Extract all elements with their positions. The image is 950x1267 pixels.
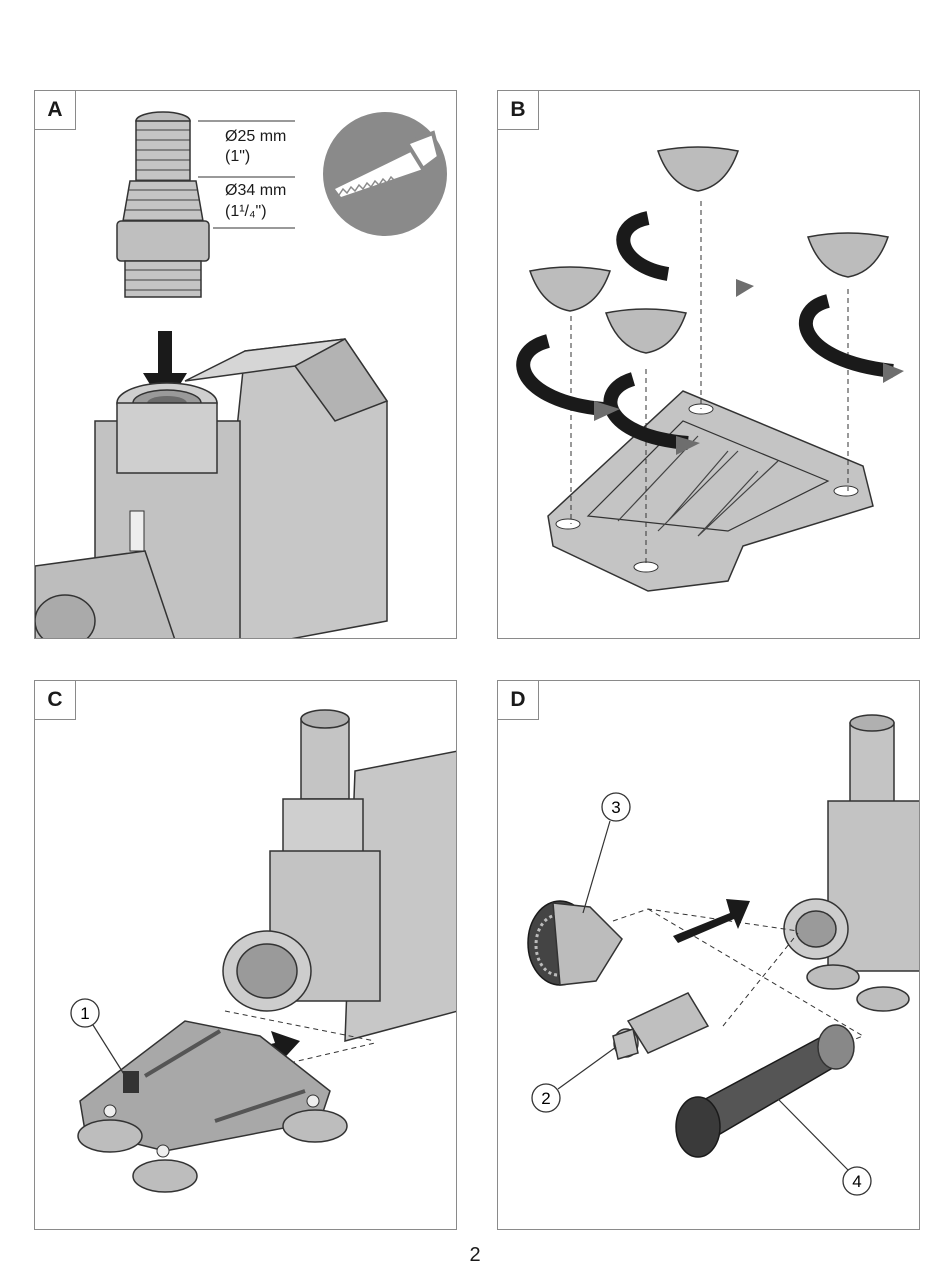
filter-assembly-illustration: 3 2 4 — [498, 681, 920, 1230]
panel-label-a: A — [35, 91, 76, 130]
panel-b: B — [497, 90, 920, 639]
dim-25mm: Ø25 mm — [225, 127, 286, 146]
callout-4: 4 — [852, 1172, 861, 1191]
panel-label-b: B — [498, 91, 539, 130]
panel-label-c: C — [35, 681, 76, 720]
hose-adapter-illustration — [35, 91, 457, 639]
dim-1-1-4-inch: (1¹/₄") — [225, 202, 267, 221]
callout-3: 3 — [611, 798, 620, 817]
callout-2: 2 — [541, 1089, 550, 1108]
callout-1: 1 — [80, 1004, 89, 1023]
panel-a: A — [34, 90, 457, 639]
panel-label-d: D — [498, 681, 539, 720]
panel-c: C 1 — [34, 680, 457, 1230]
dim-34mm: Ø34 mm — [225, 181, 286, 200]
page-number: 2 — [0, 1244, 950, 1267]
suction-cup-mounting-illustration — [498, 91, 920, 639]
panel-d: D 3 2 4 — [497, 680, 920, 1230]
base-plate-attachment-illustration: 1 — [35, 681, 457, 1230]
dim-1-inch: (1") — [225, 147, 250, 166]
saw-icon — [323, 112, 447, 236]
